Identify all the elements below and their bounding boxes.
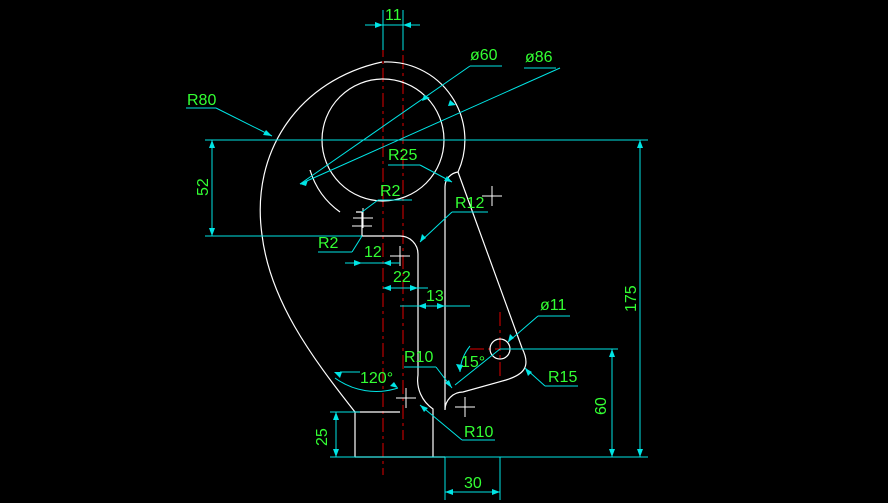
label-175: 175 bbox=[623, 285, 640, 312]
label-dia60: ø60 bbox=[470, 47, 498, 64]
arrow-dia-center bbox=[300, 180, 308, 186]
label-r10-top: R10 bbox=[404, 349, 433, 366]
label-dia86: ø86 bbox=[525, 49, 553, 66]
label-60: 60 bbox=[593, 397, 610, 415]
label-r80: R80 bbox=[187, 92, 216, 109]
r12-leader bbox=[419, 211, 453, 243]
arrow-12-left bbox=[354, 260, 362, 266]
center-marks bbox=[352, 186, 502, 417]
label-30: 30 bbox=[464, 475, 482, 492]
label-r25: R25 bbox=[388, 147, 417, 164]
dimension-labels: 11 ø60 ø86 R80 R25 52 R2 R12 R2 12 22 13… bbox=[187, 7, 640, 492]
angle15-ref bbox=[454, 348, 501, 386]
label-r15: R15 bbox=[548, 369, 577, 386]
arrow-a120-left bbox=[334, 372, 342, 378]
label-22: 22 bbox=[393, 269, 411, 286]
arrow-r10-top bbox=[445, 380, 452, 388]
dia86-leader bbox=[299, 67, 561, 185]
label-dia11: ø11 bbox=[540, 297, 566, 314]
arrow-175-bottom bbox=[637, 449, 643, 457]
arrow-22-right bbox=[410, 285, 418, 291]
arrow-13-right bbox=[437, 303, 445, 309]
label-11-top: 11 bbox=[385, 7, 402, 24]
arrow-52-bottom bbox=[209, 228, 215, 236]
r10-bottom-leader bbox=[419, 404, 463, 441]
label-r2-top: R2 bbox=[380, 183, 401, 200]
label-12: 12 bbox=[364, 244, 382, 261]
arrow-52-top bbox=[209, 140, 215, 148]
r2-left-leader bbox=[351, 235, 363, 253]
arrow-r25 bbox=[444, 176, 452, 182]
outer-arc-r80 bbox=[259, 61, 383, 413]
arrow-13-left bbox=[418, 303, 426, 309]
arrow-r80 bbox=[263, 130, 272, 136]
r2-top-leader bbox=[361, 199, 379, 213]
arrow-r12 bbox=[420, 234, 426, 242]
arrow-dia86 bbox=[448, 100, 456, 106]
arrow-a120-right bbox=[390, 382, 398, 388]
label-120deg: 120° bbox=[360, 370, 393, 387]
arrow-30-right bbox=[492, 489, 500, 495]
arrow-25-bottom bbox=[333, 449, 339, 457]
arrow-11-right bbox=[403, 22, 411, 28]
angle120-arc bbox=[334, 377, 399, 392]
inner-slot-profile bbox=[356, 211, 434, 457]
arrow-r10-bottom bbox=[420, 405, 428, 412]
arrow-22-left bbox=[383, 285, 391, 291]
arrow-a15 bbox=[456, 364, 463, 372]
arrow-11-left bbox=[375, 22, 383, 28]
arrow-dia60 bbox=[422, 95, 430, 101]
label-r10-bottom: R10 bbox=[464, 424, 493, 441]
arrow-60-bottom bbox=[609, 449, 615, 457]
arrow-dia11 bbox=[508, 334, 514, 342]
arrow-25-top bbox=[333, 412, 339, 420]
label-13: 13 bbox=[426, 288, 444, 305]
hub-outer-arc-86 bbox=[383, 61, 466, 173]
label-52: 52 bbox=[195, 178, 212, 196]
inner-arc bbox=[309, 169, 341, 213]
arrow-12-right bbox=[383, 260, 391, 266]
dia60-leader bbox=[299, 65, 471, 185]
arrow-60-top bbox=[609, 349, 615, 357]
arrow-175-top bbox=[637, 140, 643, 148]
label-15deg: 15° bbox=[461, 354, 485, 371]
arrowheads bbox=[209, 22, 643, 495]
r80-leader bbox=[215, 107, 273, 137]
label-25: 25 bbox=[314, 428, 331, 446]
arrow-r15 bbox=[525, 368, 532, 376]
label-r12: R12 bbox=[455, 195, 484, 212]
arrow-30-left bbox=[445, 489, 453, 495]
label-r2-left: R2 bbox=[318, 235, 339, 252]
